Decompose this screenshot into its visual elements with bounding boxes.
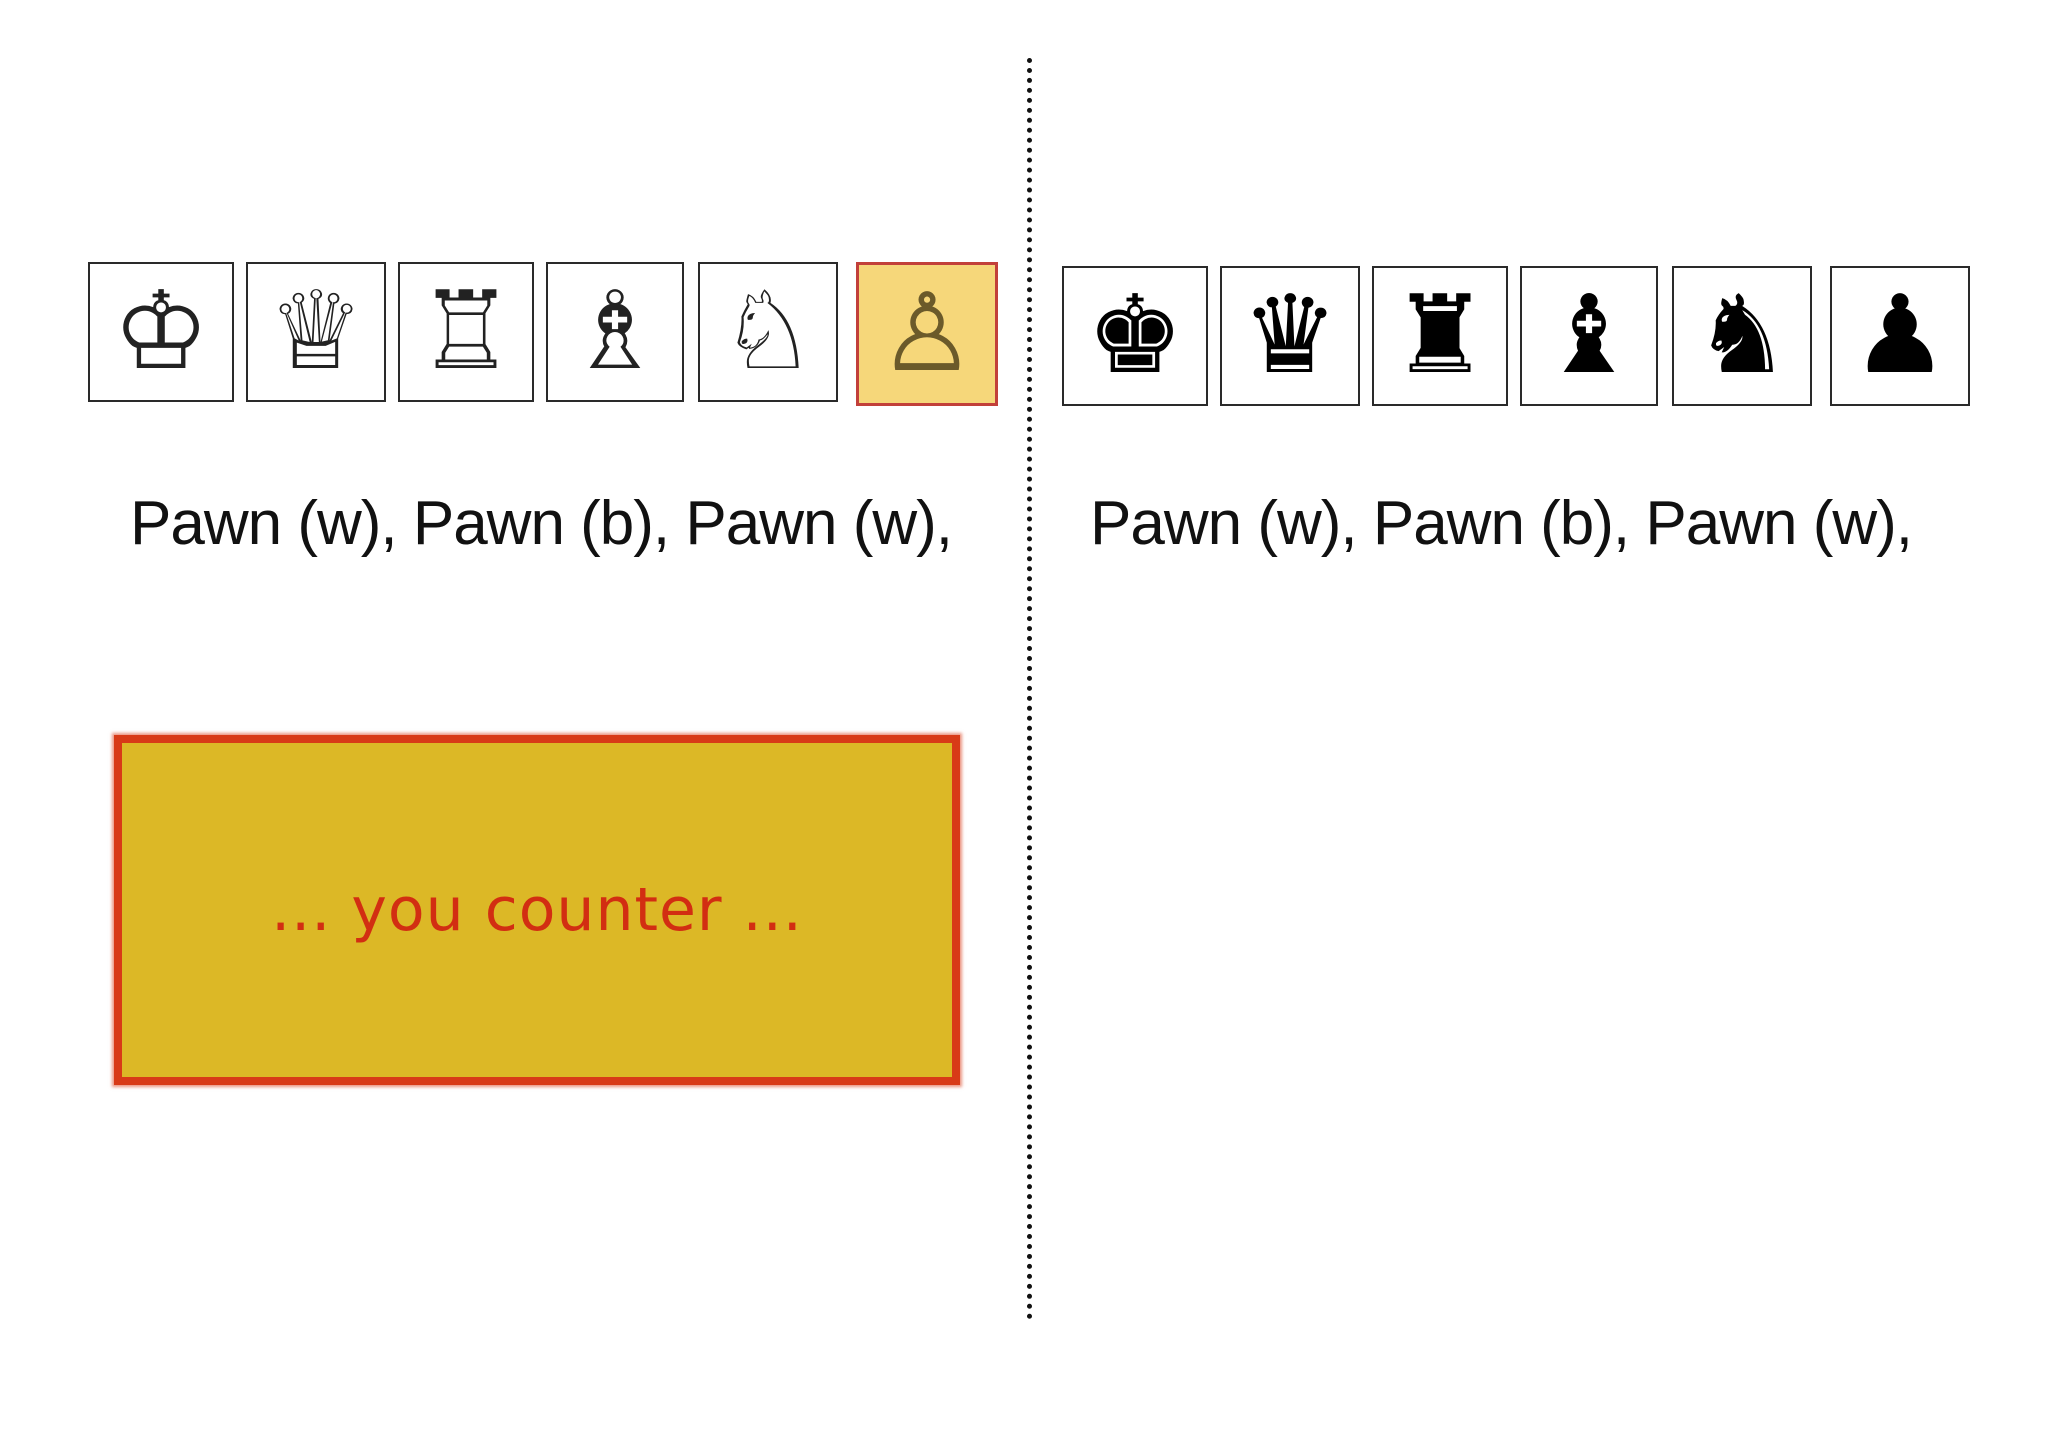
white-queen-icon: ♕: [267, 269, 365, 394]
piece-box-white-rook: ♖: [398, 262, 534, 402]
piece-box-black-pawn: ♟: [1830, 266, 1970, 406]
piece-box-black-king: ♚: [1062, 266, 1208, 406]
piece-box-white-knight: ♘: [698, 262, 838, 402]
black-queen-icon: ♛: [1241, 273, 1339, 398]
callout-text: ... you counter ...: [271, 875, 803, 945]
black-pawn-icon: ♟: [1851, 273, 1949, 398]
black-bishop-icon: ♝: [1540, 273, 1638, 398]
left-caption: Pawn (w), Pawn (b), Pawn (w),: [130, 489, 953, 558]
piece-box-white-king: ♔: [88, 262, 234, 402]
piece-box-black-queen: ♛: [1220, 266, 1360, 406]
piece-box-black-rook: ♜: [1372, 266, 1508, 406]
white-king-icon: ♔: [112, 269, 210, 394]
black-rook-icon: ♜: [1391, 273, 1489, 398]
piece-box-white-pawn-highlighted: ♙: [856, 262, 998, 406]
dotted-divider: [1027, 58, 1032, 1320]
black-king-icon: ♚: [1086, 273, 1184, 398]
white-pawn-icon: ♙: [878, 271, 976, 396]
white-rook-icon: ♖: [417, 269, 515, 394]
white-bishop-icon: ♗: [566, 269, 664, 394]
piece-box-black-knight: ♞: [1672, 266, 1812, 406]
black-knight-icon: ♞: [1693, 273, 1791, 398]
piece-box-white-bishop: ♗: [546, 262, 684, 402]
piece-box-black-bishop: ♝: [1520, 266, 1658, 406]
white-knight-icon: ♘: [719, 269, 817, 394]
right-caption: Pawn (w), Pawn (b), Pawn (w),: [1090, 489, 1913, 558]
callout-box: ... you counter ...: [114, 735, 960, 1085]
piece-box-white-queen: ♕: [246, 262, 386, 402]
